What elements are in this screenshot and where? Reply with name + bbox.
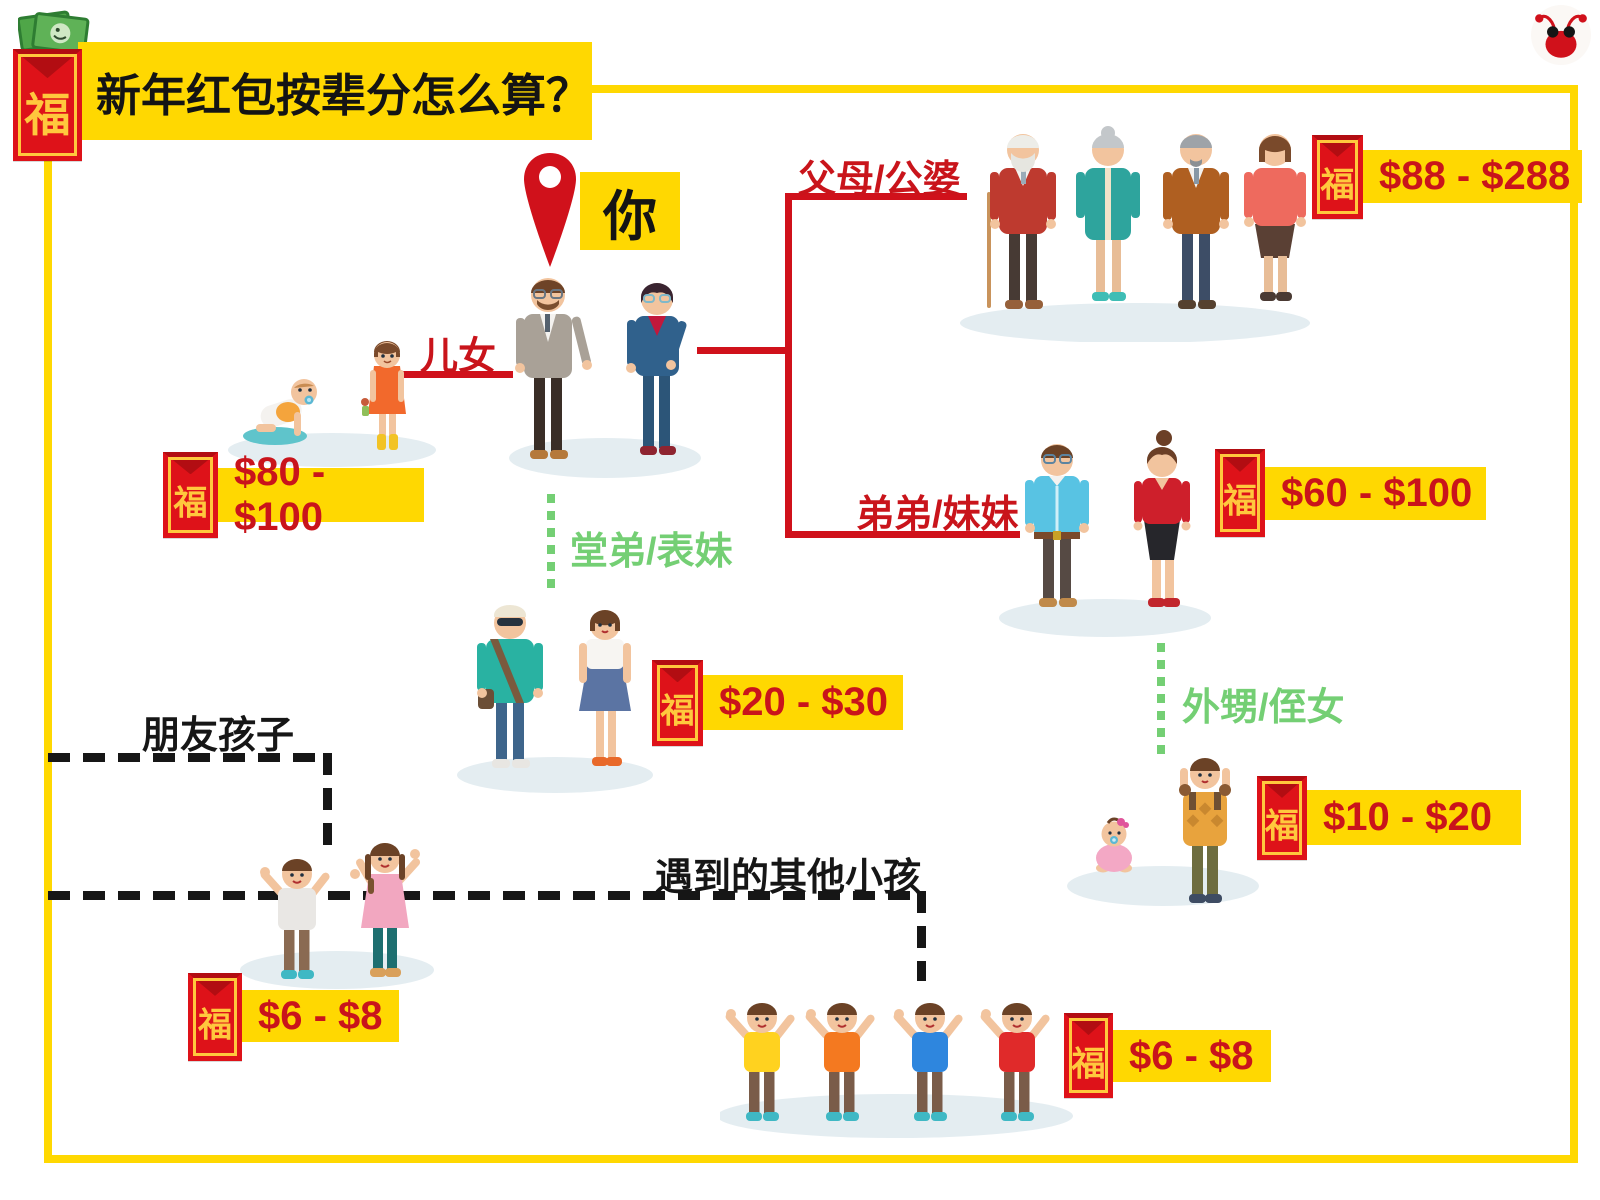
fu-character: 福 [24, 88, 71, 141]
amount-children-value: $80 - $100 [234, 450, 326, 539]
label-cousins: 堂弟/表妹 [570, 531, 733, 573]
grandma-skirt [1244, 134, 1306, 301]
fu-character: 福 [198, 1006, 232, 1045]
label-parents: 父母/公婆 [798, 159, 961, 201]
other-kids-figures [720, 978, 1080, 1140]
you-couple-figures [505, 268, 705, 480]
amount-siblings: $60 - $100 [1265, 467, 1486, 520]
connector-cousins-dashed [547, 494, 555, 590]
you-banner: 你 [580, 172, 680, 250]
nephew-boy-backpack [1179, 758, 1231, 903]
friend-girl [350, 843, 421, 977]
connector-siblings-line [785, 531, 1020, 538]
you-man [515, 278, 592, 459]
amount-parents-value: $88 - $288 [1379, 154, 1571, 198]
grandma-coat [1076, 126, 1140, 301]
kid-orange-shirt [805, 1003, 875, 1121]
ant-logo-icon [1531, 5, 1591, 65]
label-siblings: 弟弟/妹妹 [856, 494, 1019, 536]
header-red-envelope-icon: 福 [13, 49, 82, 161]
fu-character: 福 [1223, 482, 1257, 521]
amount-other-children: $6 - $8 [1113, 1030, 1271, 1082]
connector-friends-dashed-h [48, 753, 332, 762]
envelope-others-icon: 福 [1064, 1013, 1113, 1098]
envelope-children-icon: 福 [163, 452, 218, 538]
sibling-sister [1133, 430, 1191, 607]
label-children: 儿女 [420, 336, 497, 378]
amount-others-value: $6 - $8 [1129, 1033, 1254, 1078]
cousins-figures [455, 593, 660, 795]
money-icon [18, 6, 90, 58]
kid-yellow-shirt [725, 1003, 795, 1121]
amount-nephews: $10 - $20 [1307, 790, 1521, 845]
friend-boy [260, 859, 330, 979]
nephews-figures [1066, 738, 1266, 910]
baby-crawling [243, 379, 317, 445]
cousin-woman [579, 610, 631, 766]
amount-parents: $88 - $288 [1363, 150, 1582, 203]
connector-branch-vertical [785, 193, 792, 538]
fu-character: 福 [173, 484, 208, 523]
connector-parents-line [785, 193, 967, 200]
page-border [44, 85, 1578, 1163]
kid-blue-shirt [893, 1003, 963, 1121]
envelope-cousins-icon: 福 [652, 660, 703, 746]
friends-kids-figures [237, 828, 437, 992]
connector-you-line [697, 347, 792, 354]
amount-cousins: $20 - $30 [703, 675, 903, 730]
connector-others-dashed-h [48, 891, 926, 900]
location-pin-icon [522, 150, 578, 270]
label-other-children: 遇到的其他小孩 [655, 857, 922, 899]
girl-with-doll [361, 341, 406, 450]
envelope-parents-icon: 福 [1312, 135, 1363, 219]
amount-friends-value: $6 - $8 [258, 993, 383, 1038]
envelope-flap [13, 49, 82, 79]
kid-red-shirt [980, 1003, 1050, 1121]
you-label: 你 [603, 186, 657, 247]
page-title: 新年红包按辈分怎么算？ [96, 69, 592, 121]
connector-friends-dashed-v [323, 753, 332, 845]
sibling-brother [1025, 444, 1089, 607]
grandpa-cardigan [1163, 134, 1229, 309]
envelope-nephews-icon: 福 [1257, 776, 1307, 860]
children-figures [225, 328, 440, 470]
amount-friends-children: $6 - $8 [242, 990, 399, 1042]
label-nephews: 外甥/侄女 [1182, 687, 1345, 729]
amount-nephews-value: $10 - $20 [1323, 795, 1493, 839]
fu-character: 福 [1071, 1045, 1106, 1084]
envelope-friends-icon: 福 [188, 973, 242, 1061]
baby-girl-sitting [1096, 817, 1132, 873]
grandpa-cane [987, 134, 1056, 309]
amount-siblings-value: $60 - $100 [1281, 471, 1473, 515]
fu-character: 福 [1320, 166, 1355, 205]
connector-nephews-dashed [1157, 643, 1165, 755]
cousin-man [477, 605, 543, 768]
amount-children: $80 - $100 [218, 450, 424, 539]
envelope-siblings-icon: 福 [1215, 449, 1265, 537]
parents-figures [955, 120, 1315, 342]
fu-character: 福 [1265, 807, 1299, 846]
connector-children-line [400, 371, 513, 378]
fu-character: 福 [660, 692, 695, 731]
connector-others-dashed-v [917, 891, 926, 981]
label-friends-children: 朋友孩子 [142, 715, 295, 757]
amount-cousins-value: $20 - $30 [719, 680, 889, 724]
title-banner: 新年红包按辈分怎么算？ [78, 42, 592, 140]
siblings-figures [995, 428, 1220, 640]
you-woman [626, 283, 687, 455]
